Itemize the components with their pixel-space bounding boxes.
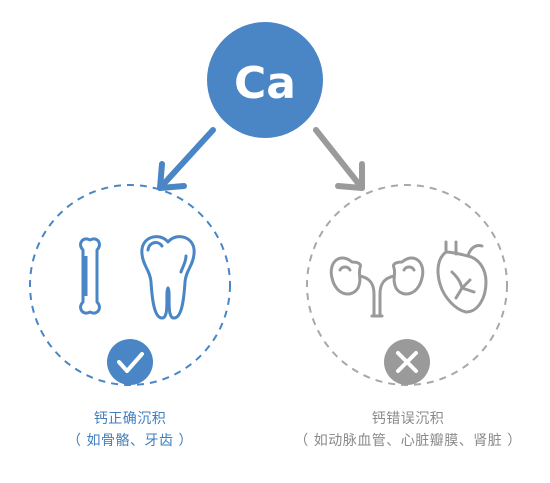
arrow-to-correct-icon	[157, 127, 216, 191]
kidney-icon	[329, 256, 425, 318]
incorrect-deposition-subtitle: （ 如动脉血管、心脏瓣膜、肾脏 ）	[294, 433, 522, 449]
incorrect-deposition-caption: 钙错误沉积 （ 如动脉血管、心脏瓣膜、肾脏 ）	[266, 408, 550, 452]
check-icon	[107, 339, 153, 385]
correct-deposition-caption: 钙正确沉积 （ 如骨骼、牙齿 ）	[20, 408, 240, 452]
correct-deposition-subtitle: （ 如骨骼、牙齿 ）	[67, 433, 193, 449]
correct-deposition-title: 钙正确沉积	[93, 411, 167, 427]
tooth-icon	[140, 235, 196, 320]
bone-icon	[79, 237, 101, 315]
calcium-node: Ca	[207, 22, 323, 138]
calcium-symbol: Ca	[234, 58, 296, 109]
incorrect-deposition-title: 钙错误沉积	[371, 411, 445, 427]
arrow-to-incorrect-icon	[313, 127, 365, 191]
cross-icon	[384, 339, 430, 385]
heart-icon	[436, 240, 488, 314]
